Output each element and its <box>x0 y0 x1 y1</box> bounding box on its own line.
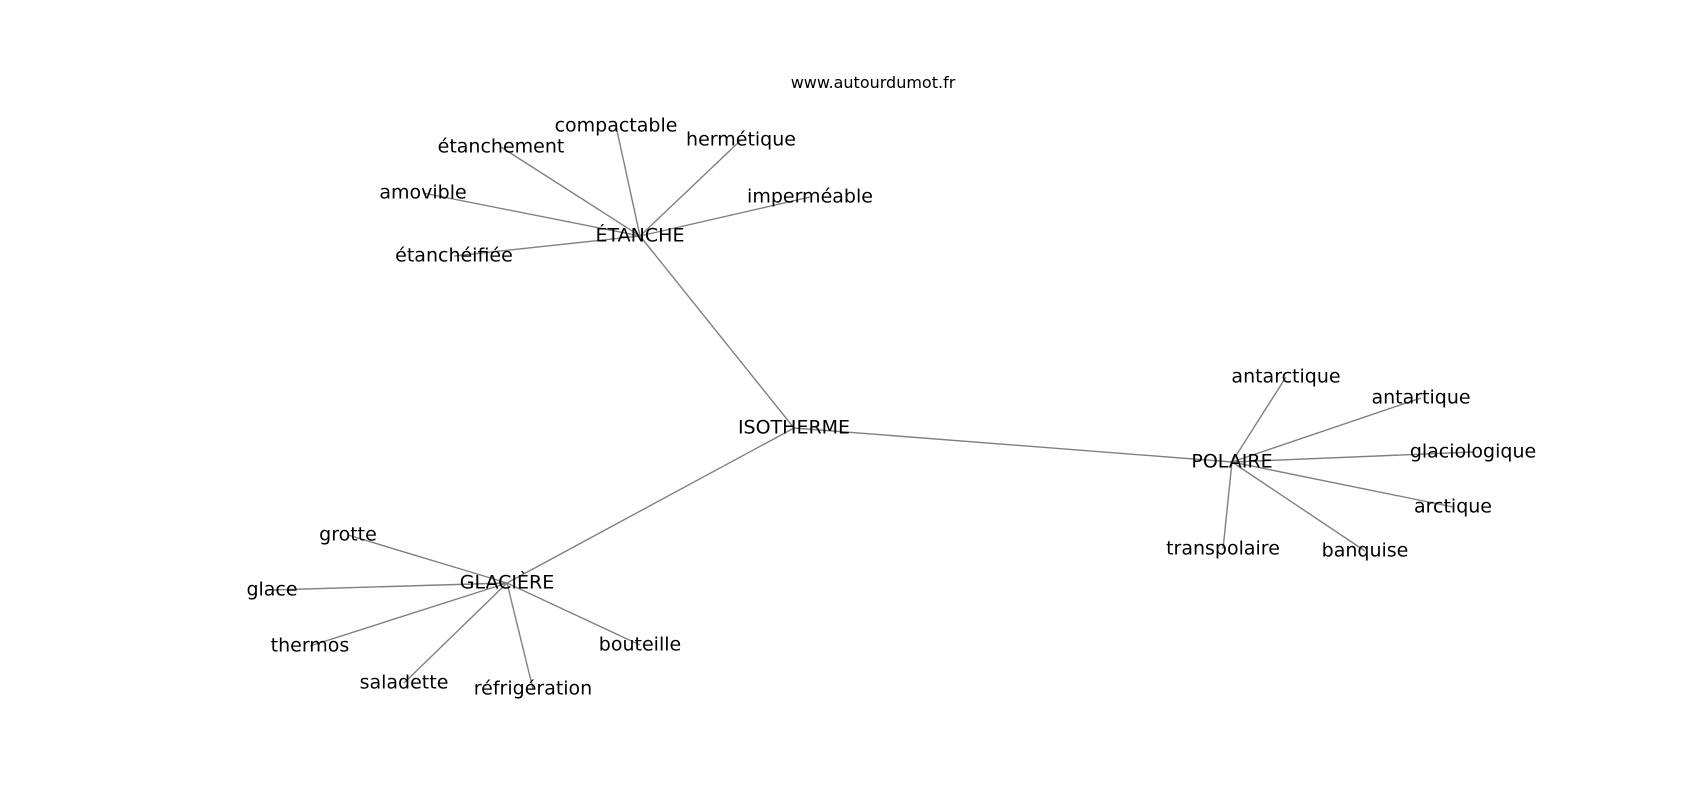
graph-nodes: ISOTHERME ÉTANCHE POLAIRE GLACIÈRE compactab… <box>246 115 1536 700</box>
node-antarctique: antarctique <box>1231 366 1340 388</box>
node-hermetique: hermétique <box>686 129 796 151</box>
node-grotte: grotte <box>319 524 377 546</box>
edge-polaire-glaciologique <box>1231 451 1474 463</box>
node-amovible: amovible <box>379 182 466 204</box>
node-glace: glace <box>246 579 297 601</box>
edge-etanche-hermetique <box>639 139 742 237</box>
node-bouteille: bouteille <box>599 634 681 656</box>
node-polaire: POLAIRE <box>1191 451 1272 473</box>
edge-glaciere-glace <box>271 582 508 591</box>
node-isotherme: ISOTHERME <box>738 417 850 439</box>
node-compactable: compactable <box>555 115 678 137</box>
edge-isotherme-etanche <box>639 235 795 429</box>
edge-etanche-amovible <box>422 192 641 237</box>
edge-glaciere-bouteille <box>506 582 641 646</box>
node-refrigeration: réfrigération <box>474 678 592 700</box>
edge-glaciere-refrigeration <box>506 582 534 690</box>
node-etanchement: étanchement <box>438 136 565 158</box>
node-etanche: ÉTANCHE <box>596 224 685 247</box>
site-url-label: www.autourdumot.fr <box>791 73 956 92</box>
node-glaciere: GLACIÈRE <box>460 571 555 594</box>
node-arctique: arctique <box>1414 496 1492 518</box>
edge-etanche-impermeable <box>639 196 811 237</box>
edge-polaire-arctique <box>1231 461 1454 508</box>
node-transpolaire: transpolaire <box>1166 538 1280 560</box>
edge-glaciere-thermos <box>309 582 508 647</box>
graph-edges <box>271 125 1474 690</box>
edge-glaciere-grotte <box>347 534 508 584</box>
node-saladette: saladette <box>360 672 449 694</box>
edge-etanche-etanchement <box>500 146 641 237</box>
node-thermos: thermos <box>271 635 350 657</box>
node-glaciologique: glaciologique <box>1410 441 1536 463</box>
edge-polaire-transpolaire <box>1222 461 1233 550</box>
node-banquise: banquise <box>1322 540 1409 562</box>
edge-etanche-compactable <box>615 125 641 237</box>
edge-polaire-antartique <box>1231 397 1422 463</box>
edge-isotherme-glaciere <box>506 427 795 584</box>
edge-polaire-antarctique <box>1231 376 1287 463</box>
edge-glaciere-saladette <box>403 582 508 684</box>
node-antartique: antartique <box>1371 387 1470 409</box>
edge-polaire-banquise <box>1231 461 1366 552</box>
edge-isotherme-polaire <box>793 427 1233 463</box>
node-impermeable: imperméable <box>747 186 873 208</box>
node-etancheifiee: étanchéifiée <box>395 245 513 267</box>
edge-etanche-etancheifiee <box>453 235 641 257</box>
